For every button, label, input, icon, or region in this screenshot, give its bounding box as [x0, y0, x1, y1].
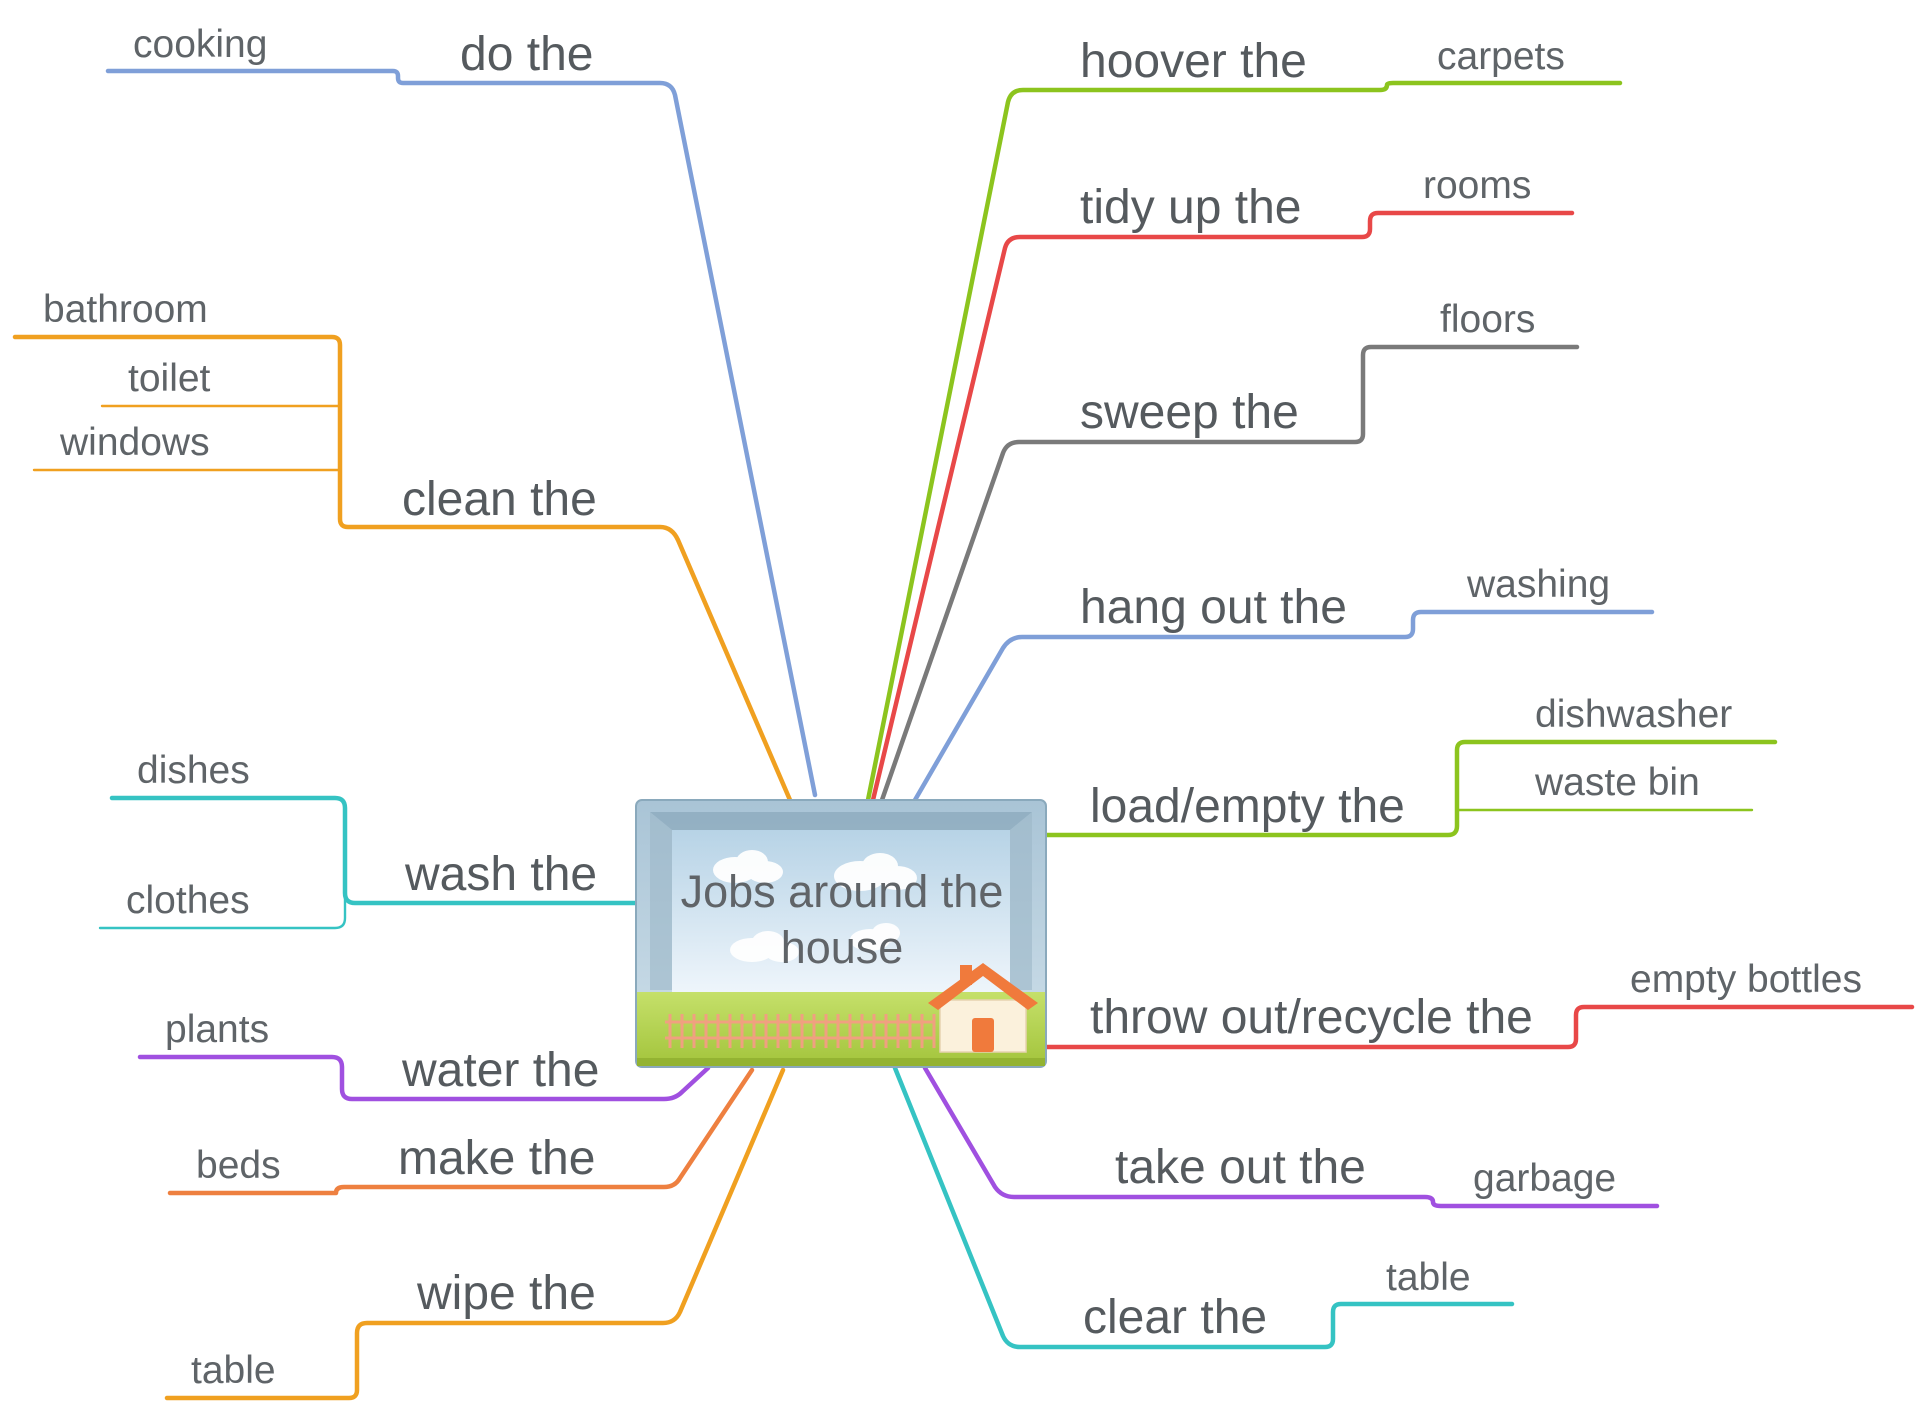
center-topic[interactable]: Jobs around the house [635, 799, 1047, 1068]
branch-clear[interactable]: clear the table [892, 1065, 1515, 1350]
branch-connector-sweep [879, 344, 1580, 803]
branch-label-wipe: wipe the [416, 1267, 596, 1320]
leaf-label-empty-bottles: empty bottles [1630, 958, 1862, 1001]
branch-connector-hang [912, 609, 1655, 803]
leaf-label-windows: windows [59, 421, 210, 464]
branch-sweep[interactable]: sweep the floors [879, 298, 1580, 803]
leaf-label-carpets: carpets [1437, 35, 1565, 78]
branch-label-takeout: take out the [1115, 1141, 1366, 1194]
branch-connector-do [105, 68, 818, 798]
branch-connector-takeout [922, 1065, 1660, 1209]
branch-hoover[interactable]: hoover the carpets [865, 35, 1623, 803]
leaf-label-dishwasher: dishwasher [1535, 693, 1732, 736]
leaf-label-garbage: garbage [1473, 1157, 1616, 1200]
frame-bevel-left [650, 812, 672, 990]
leaf-label-washing: washing [1466, 563, 1610, 606]
cloud-icon [713, 850, 917, 962]
leaf-label-table-left: table [191, 1349, 276, 1392]
leaf-label-table-right: table [1386, 1256, 1471, 1299]
center-base [637, 1058, 1045, 1066]
branch-connector-wash [109, 795, 643, 906]
leaf-label-floors: floors [1440, 298, 1535, 341]
branch-connector-clean [12, 334, 793, 803]
branch-label-hoover: hoover the [1080, 35, 1307, 88]
leaf-label-waste-bin: waste bin [1534, 761, 1700, 804]
branch-connector-water [137, 1054, 711, 1102]
leaf-connector-clothes [98, 891, 347, 930]
leaf-label-clothes: clothes [126, 879, 250, 922]
branch-connector-clear [892, 1065, 1515, 1350]
branch-label-load: load/empty the [1090, 780, 1405, 833]
branch-takeout[interactable]: take out the garbage [922, 1065, 1660, 1209]
branch-label-sweep: sweep the [1080, 386, 1299, 439]
branch-connector-tidy [870, 210, 1575, 803]
branch-wipe[interactable]: wipe the table [164, 1067, 786, 1401]
branch-connector-throw [1042, 1004, 1915, 1050]
leaf-label-rooms: rooms [1423, 164, 1531, 207]
branch-hang[interactable]: hang out the washing [912, 563, 1655, 803]
fence-icon [665, 1014, 936, 1048]
frame-bevel-right [1010, 812, 1032, 990]
house-icon [928, 963, 1038, 1053]
branch-label-wash: wash the [404, 848, 597, 901]
branch-label-clean: clean the [402, 473, 597, 526]
branch-tidy[interactable]: tidy up the rooms [870, 164, 1575, 803]
center-sky [672, 830, 1010, 992]
branch-label-throw: throw out/recycle the [1090, 991, 1533, 1044]
branch-connector-load [1042, 739, 1778, 838]
leaf-label-cooking: cooking [133, 23, 267, 66]
frame-bevel-top [650, 812, 1032, 830]
branch-label-water: water the [401, 1044, 599, 1097]
branch-make[interactable]: make the beds [167, 1067, 755, 1196]
branch-connector-hoover [865, 80, 1623, 803]
branch-label-hang: hang out the [1080, 581, 1347, 634]
branch-wash[interactable]: wash the dishes clothes [98, 749, 643, 930]
branch-label-tidy: tidy up the [1080, 181, 1301, 234]
branch-water[interactable]: water the plants [137, 1008, 711, 1102]
branch-label-clear: clear the [1083, 1291, 1267, 1344]
branch-do[interactable]: do the cooking [105, 23, 818, 798]
leaf-label-dishes: dishes [137, 749, 250, 792]
branch-label-do: do the [460, 28, 593, 81]
branch-clean[interactable]: clean the bathroom toilet windows [12, 288, 793, 803]
leaf-label-bathroom: bathroom [43, 288, 208, 331]
center-title-line-2: house [781, 922, 904, 973]
branch-connector-make [167, 1067, 755, 1196]
branch-throw[interactable]: throw out/recycle the empty bottles [1042, 958, 1915, 1050]
branch-load[interactable]: load/empty the dishwasher waste bin [1042, 693, 1778, 838]
leaf-label-plants: plants [165, 1008, 269, 1051]
leaf-label-toilet: toilet [128, 357, 211, 400]
branch-label-make: make the [398, 1132, 595, 1185]
center-title-line-1: Jobs around the [681, 866, 1004, 917]
branch-connector-wipe [164, 1067, 786, 1401]
leaf-label-beds: beds [196, 1144, 281, 1187]
